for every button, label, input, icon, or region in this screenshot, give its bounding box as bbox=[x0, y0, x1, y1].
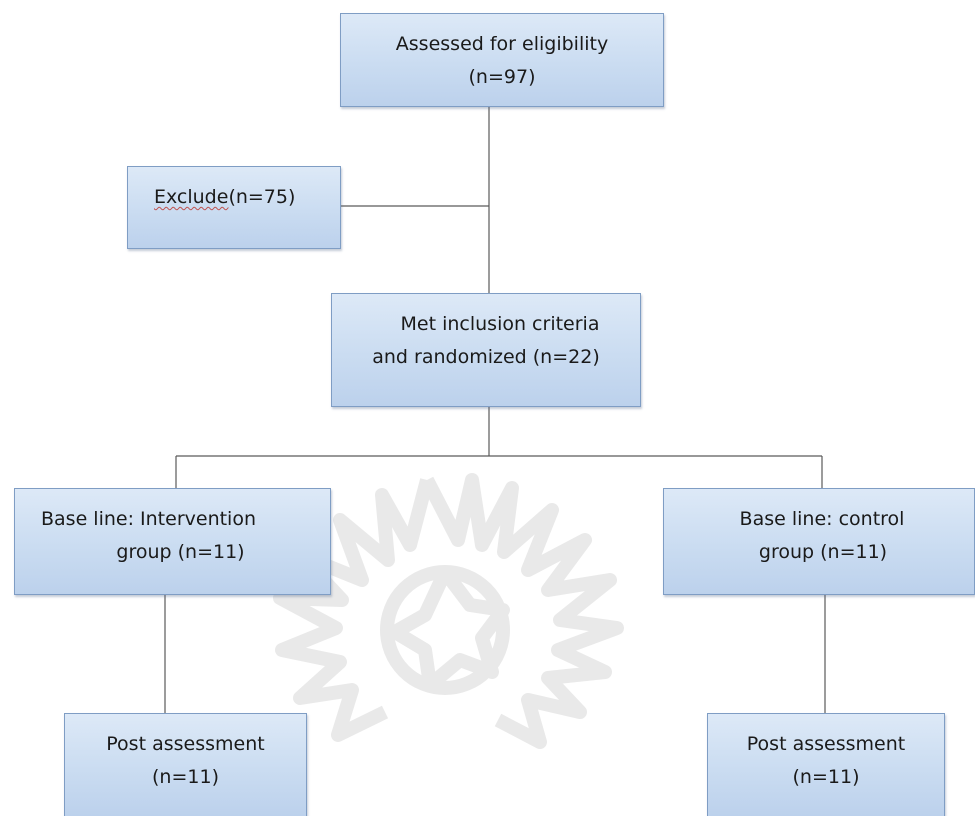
post-assessment-intervention-box: Post assessment (n=11) bbox=[64, 713, 307, 816]
exclude-count: (n=75) bbox=[228, 186, 296, 208]
exclude-label: Exclude bbox=[154, 186, 229, 208]
assessed-count: (n=97) bbox=[468, 65, 536, 88]
baseline-control-count: group (n=11) bbox=[758, 540, 888, 563]
met-inclusion-randomized-box: Met inclusion criteria and randomized (n… bbox=[331, 293, 641, 407]
post-intervention-count: (n=11) bbox=[152, 765, 219, 788]
post-control-count: (n=11) bbox=[792, 765, 860, 788]
assessed-label: Assessed for eligibility bbox=[395, 33, 609, 55]
baseline-control-box: Base line: control group (n=11) bbox=[663, 488, 975, 595]
exclude-box: Exclude(n=75) bbox=[127, 166, 341, 249]
post-assessment-control-box: Post assessment (n=11) bbox=[707, 713, 945, 816]
met-inclusion-label: Met inclusion criteria bbox=[400, 313, 600, 335]
baseline-intervention-box: Base line: Intervention group (n=11) bbox=[14, 488, 331, 595]
randomized-label: and randomized (n=22) bbox=[372, 345, 600, 368]
baseline-intervention-label: Base line: Intervention bbox=[41, 508, 257, 530]
baseline-intervention-count: group (n=11) bbox=[116, 540, 245, 563]
post-intervention-label: Post assessment bbox=[106, 733, 265, 755]
post-control-label: Post assessment bbox=[746, 733, 906, 755]
baseline-control-label: Base line: control bbox=[739, 508, 905, 530]
assessed-for-eligibility-box: Assessed for eligibility (n=97) bbox=[340, 13, 664, 107]
